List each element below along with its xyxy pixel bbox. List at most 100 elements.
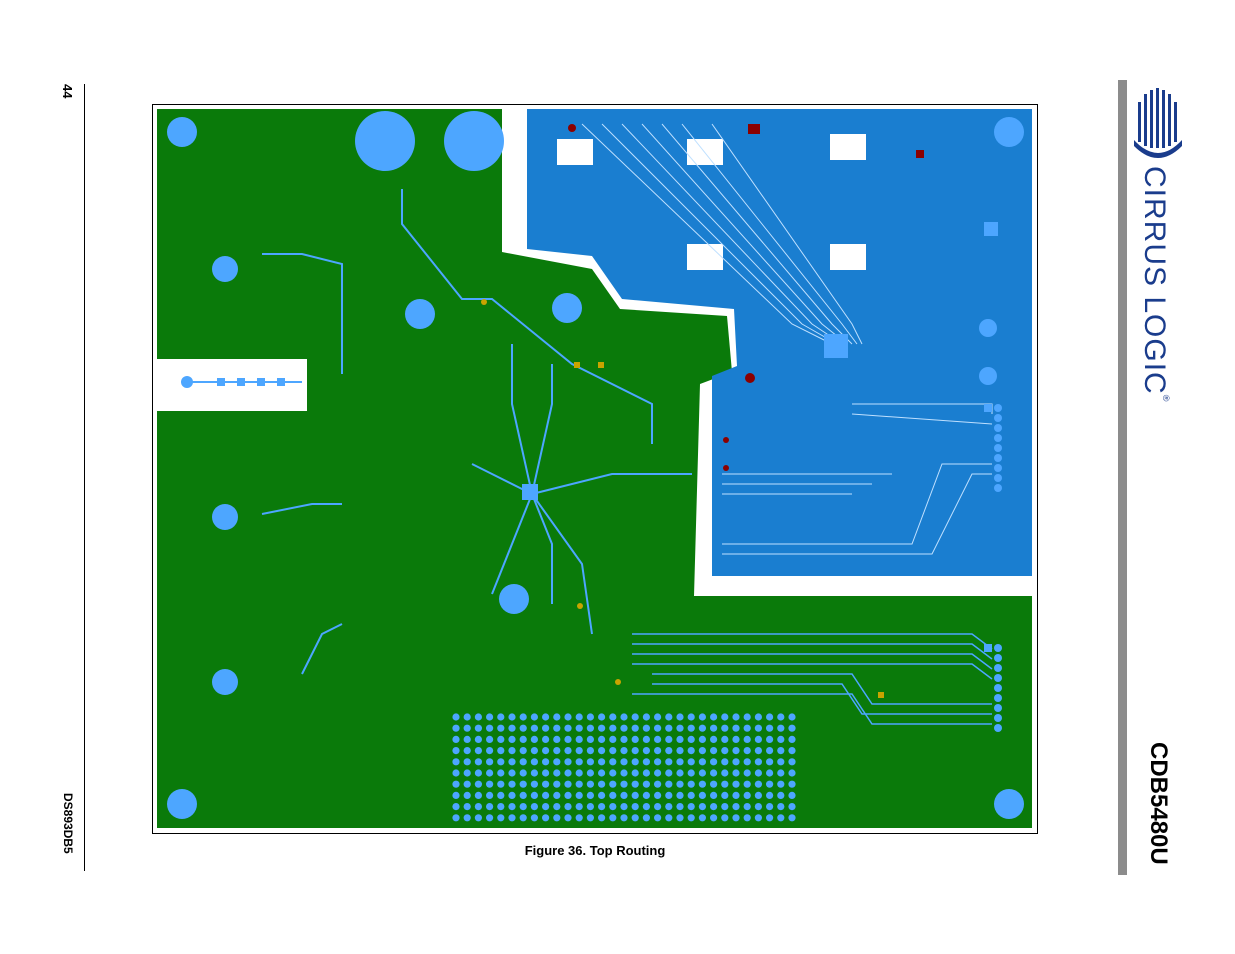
via [688, 803, 695, 810]
via [620, 725, 627, 732]
left-margin-rule [84, 84, 85, 871]
via [486, 814, 493, 821]
via [766, 736, 773, 743]
via [464, 736, 471, 743]
via [587, 747, 594, 754]
via [542, 814, 549, 821]
via [464, 758, 471, 765]
via [688, 781, 695, 788]
via [699, 758, 706, 765]
via [665, 803, 672, 810]
via [497, 781, 504, 788]
via [542, 713, 549, 720]
via [710, 713, 717, 720]
via [632, 781, 639, 788]
via [665, 758, 672, 765]
large-pad [355, 111, 415, 171]
via [542, 769, 549, 776]
via [676, 769, 683, 776]
via [755, 814, 762, 821]
via [620, 713, 627, 720]
via [654, 736, 661, 743]
via [531, 736, 538, 743]
via [744, 814, 751, 821]
via [766, 725, 773, 732]
via [452, 781, 459, 788]
via [732, 725, 739, 732]
via [587, 814, 594, 821]
via [609, 747, 616, 754]
via [508, 747, 515, 754]
via [721, 814, 728, 821]
via [564, 713, 571, 720]
via [643, 803, 650, 810]
via [564, 747, 571, 754]
via [452, 792, 459, 799]
via [531, 769, 538, 776]
via [721, 769, 728, 776]
via [620, 803, 627, 810]
via [520, 792, 527, 799]
via [654, 725, 661, 732]
via [676, 803, 683, 810]
via [654, 747, 661, 754]
mount-hole [994, 789, 1024, 819]
via [632, 758, 639, 765]
via [777, 792, 784, 799]
via [620, 758, 627, 765]
via [508, 725, 515, 732]
via [699, 736, 706, 743]
via [553, 758, 560, 765]
via [520, 769, 527, 776]
via [475, 736, 482, 743]
ic-controller [824, 334, 848, 358]
via [788, 713, 795, 720]
via [531, 781, 538, 788]
via [755, 803, 762, 810]
via [699, 713, 706, 720]
via [665, 781, 672, 788]
via [620, 781, 627, 788]
via [520, 736, 527, 743]
via [553, 814, 560, 821]
via [464, 747, 471, 754]
via [699, 769, 706, 776]
via [587, 769, 594, 776]
via [676, 713, 683, 720]
via [609, 725, 616, 732]
mount-hole [167, 117, 197, 147]
via [732, 758, 739, 765]
via [486, 725, 493, 732]
via [777, 781, 784, 788]
via [508, 769, 515, 776]
via [598, 747, 605, 754]
via [788, 736, 795, 743]
via [777, 769, 784, 776]
via [643, 781, 650, 788]
via [486, 758, 493, 765]
via [654, 769, 661, 776]
via [508, 814, 515, 821]
via [632, 803, 639, 810]
via [643, 725, 650, 732]
via [475, 713, 482, 720]
via [576, 814, 583, 821]
via [542, 792, 549, 799]
via [553, 803, 560, 810]
via [576, 758, 583, 765]
right-accent-bar [1118, 80, 1127, 875]
via [497, 713, 504, 720]
via [587, 725, 594, 732]
via [497, 725, 504, 732]
via [688, 814, 695, 821]
via [676, 725, 683, 732]
via [676, 792, 683, 799]
via [643, 713, 650, 720]
via [464, 814, 471, 821]
via [788, 814, 795, 821]
via [587, 736, 594, 743]
via [732, 769, 739, 776]
via [452, 769, 459, 776]
via [788, 725, 795, 732]
via [598, 781, 605, 788]
